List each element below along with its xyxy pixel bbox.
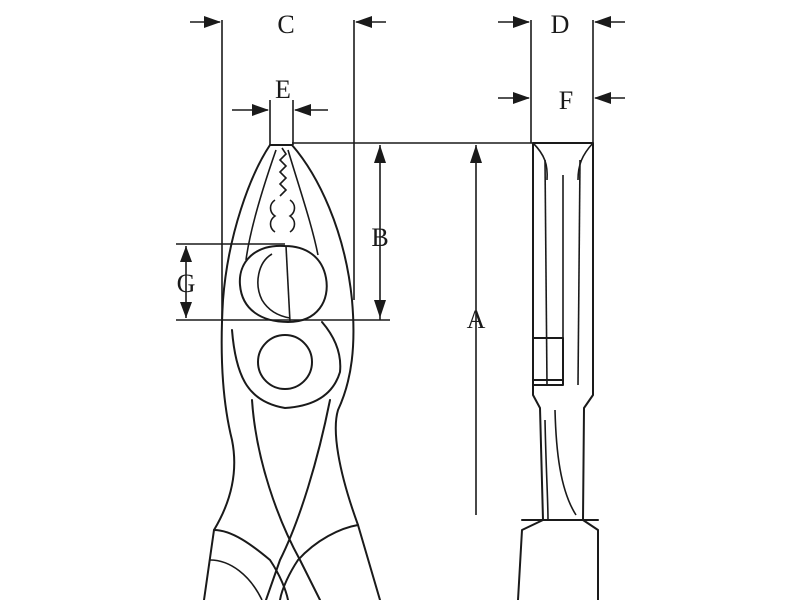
handle-cross-right [265, 399, 331, 600]
handle-cross-left [251, 399, 321, 600]
label-d: D [551, 10, 570, 39]
pliers-front-view [203, 144, 381, 600]
dim-e-arrow-right [294, 104, 311, 116]
dim-d-arrow-left [513, 16, 530, 28]
jaw-teeth [269, 147, 296, 233]
grip-sleeve-left-inner [209, 559, 263, 600]
side-pivot-band [532, 337, 564, 386]
dimension-labels: C E D F B A G [177, 10, 574, 334]
dim-b-arrow-bottom [374, 300, 386, 318]
side-inner-right [577, 159, 581, 386]
dim-f-arrow-left [513, 92, 530, 104]
pivot-housing [231, 321, 342, 409]
pivot-rivet [257, 334, 313, 390]
dimension-lines [176, 16, 625, 515]
dim-c-arrow-left [204, 16, 221, 28]
dim-b-arrow-top [374, 145, 386, 163]
dim-f-arrow-right [594, 92, 611, 104]
label-a: A [467, 305, 486, 334]
slot-center-line [285, 245, 291, 323]
jaw-inner-right [287, 149, 319, 256]
side-inner-left [544, 159, 548, 386]
dim-d-arrow-right [594, 16, 611, 28]
label-f: F [559, 86, 573, 115]
dim-c-arrow-right [355, 16, 372, 28]
grip-sleeve-right [279, 524, 359, 600]
label-b: B [371, 223, 388, 252]
jaw-inner-left [245, 149, 277, 261]
pliers-head-outline [203, 144, 381, 600]
dim-g-arrow-bottom [180, 302, 192, 318]
label-g: G [177, 269, 196, 298]
dim-e-arrow-left [252, 104, 269, 116]
grip-sleeve-left [213, 529, 289, 600]
label-e: E [275, 75, 291, 104]
slip-joint-slot [238, 244, 328, 323]
label-c: C [277, 10, 294, 39]
side-handle-line [544, 409, 577, 521]
dim-a-arrow-top [470, 145, 482, 163]
pliers-side-view [517, 142, 599, 600]
dim-g-arrow-top [180, 246, 192, 262]
side-tip-curve [532, 142, 594, 181]
side-outline [517, 142, 599, 600]
slot-inner-left [257, 253, 291, 319]
